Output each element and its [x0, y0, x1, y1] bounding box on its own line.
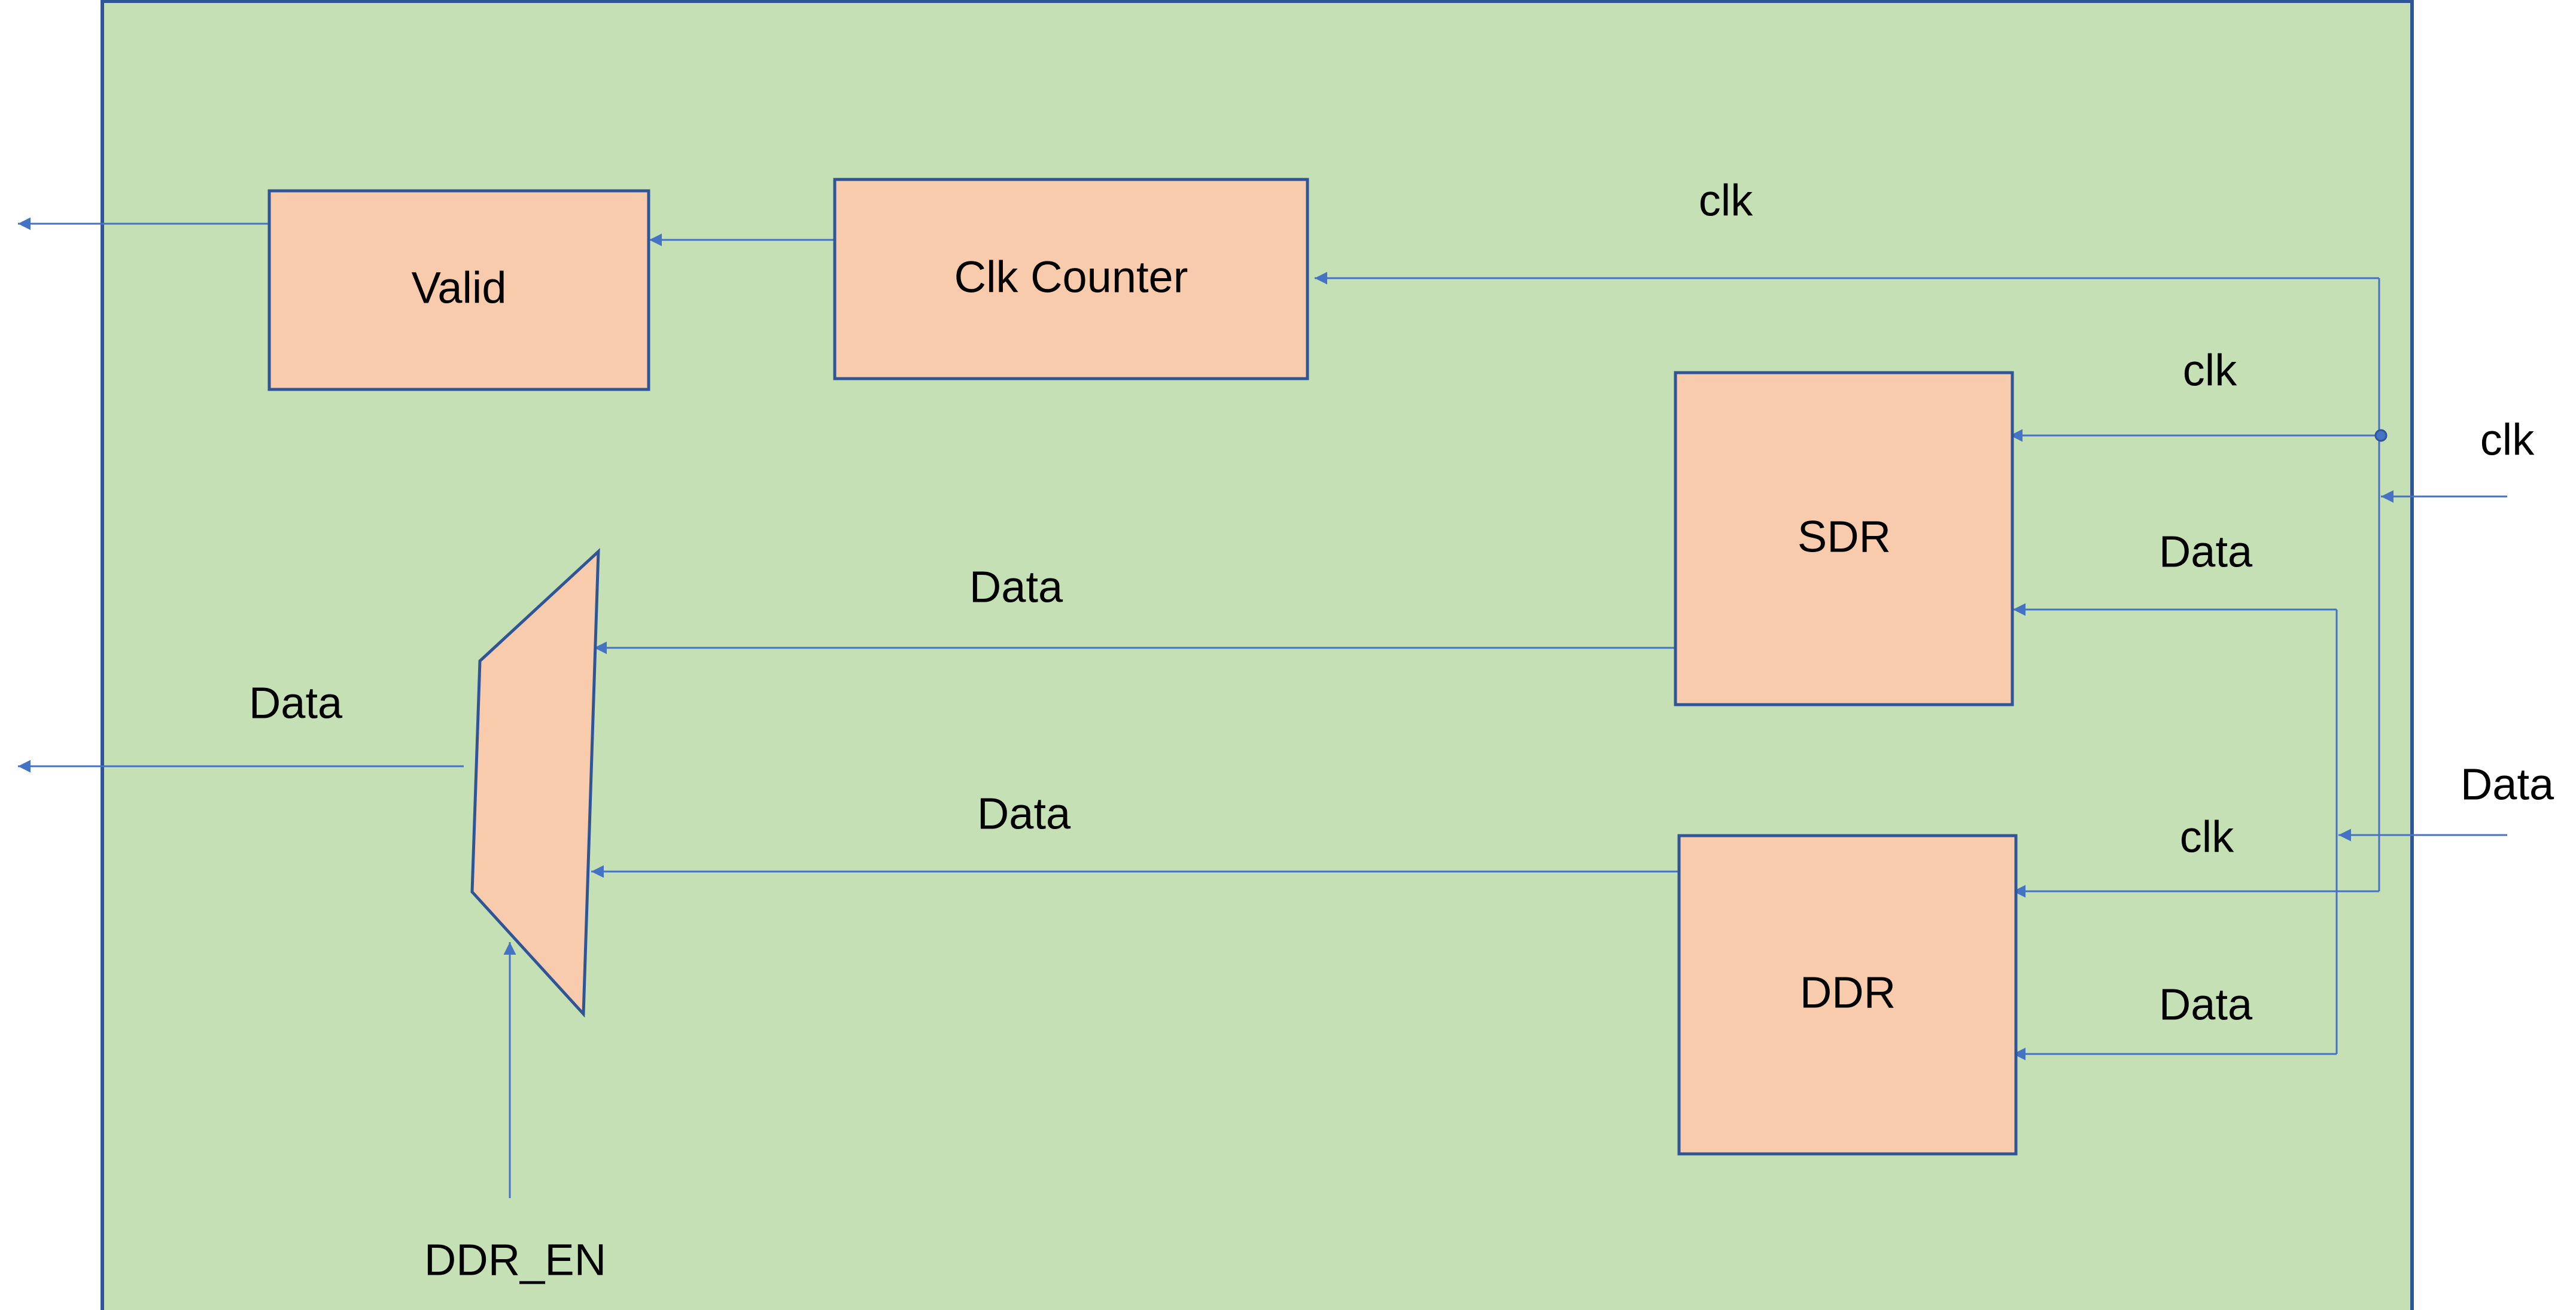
clk-junction-dot	[2374, 429, 2388, 442]
ddr-block-label: DDR	[1800, 968, 1896, 1017]
valid-block-label: Valid	[411, 263, 506, 313]
sdr-block	[1674, 371, 2014, 706]
sdr-block-label: SDR	[1798, 512, 1891, 562]
ext-clk-label: clk	[2480, 415, 2535, 465]
clk-counter-block	[833, 178, 1309, 380]
mux-block	[470, 548, 600, 1018]
clk-counter-block-label: Clk Counter	[954, 252, 1188, 302]
ddr-clk-label: clk	[2180, 812, 2234, 862]
ext-data-label: Data	[2461, 760, 2554, 809]
valid-block	[267, 189, 650, 391]
wires	[18, 217, 2507, 1198]
ddr-data-in-label: Data	[2159, 980, 2253, 1029]
sdr-clk-label: clk	[2183, 346, 2237, 395]
sdr-data-in-label: Data	[2159, 527, 2253, 577]
sdr-data-out-label: Data	[969, 562, 1063, 612]
ddr-en-label: DDR_EN	[424, 1235, 606, 1285]
output-data-label: Data	[249, 678, 343, 728]
ddr-block	[1677, 834, 2018, 1156]
clk-counter-clk-label: clk	[1699, 176, 1753, 226]
ddr-data-out-label: Data	[977, 789, 1071, 839]
